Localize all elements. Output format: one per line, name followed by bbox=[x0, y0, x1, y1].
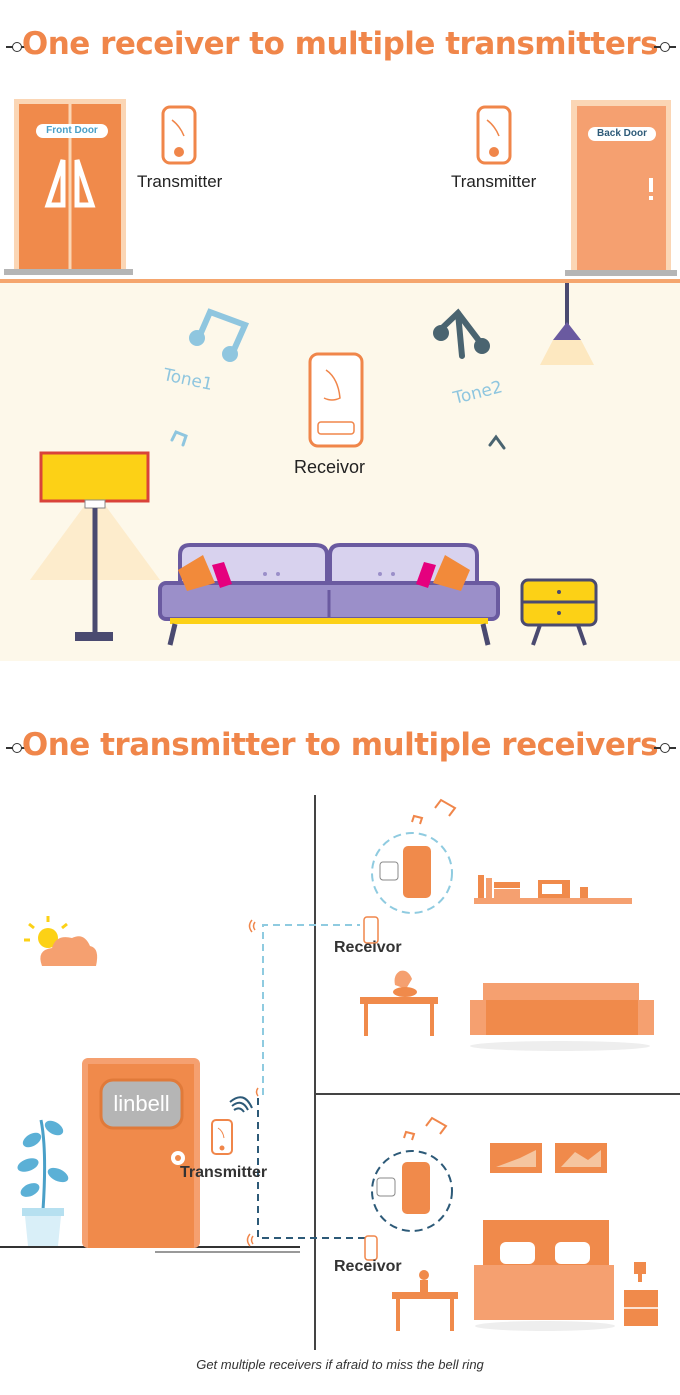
bed bbox=[474, 1220, 615, 1331]
music-note-icon bbox=[189, 308, 250, 362]
transmitter-right-label: Transmitter bbox=[451, 172, 537, 191]
receiver-device bbox=[308, 352, 364, 448]
signal-wire-bottom bbox=[257, 1098, 365, 1239]
back-door-label: Back Door bbox=[588, 127, 656, 141]
title-decoration-right bbox=[654, 42, 676, 52]
sofa bbox=[470, 983, 654, 1051]
floor-divider bbox=[0, 279, 680, 283]
wall-shelf bbox=[474, 875, 632, 904]
section2-title: One transmitter to multiple receivers bbox=[21, 727, 659, 763]
receiver-bottom-label: Receivor bbox=[334, 1258, 402, 1275]
section1-illustration bbox=[4, 99, 677, 646]
caption: Get multiple receivers if afraid to miss… bbox=[196, 1357, 484, 1372]
ceiling-lamp bbox=[540, 283, 594, 365]
door bbox=[82, 1058, 200, 1248]
potted-plant bbox=[17, 1119, 69, 1246]
transmitter-left-device bbox=[161, 105, 197, 165]
section1-title: One receiver to multiple transmitters bbox=[21, 26, 659, 62]
receiver-label: Receivor bbox=[294, 457, 366, 477]
wifi-icon bbox=[229, 1096, 253, 1113]
front-door-label: Front Door bbox=[36, 124, 108, 138]
transmitter-left-label: Transmitter bbox=[137, 172, 223, 191]
music-note-icon bbox=[433, 308, 490, 359]
music-note-icon bbox=[403, 1116, 448, 1141]
nightstand bbox=[624, 1262, 658, 1326]
transmitter-label: Transmitter bbox=[180, 1164, 268, 1181]
side-table bbox=[520, 578, 598, 646]
sun-cloud-icon bbox=[24, 916, 98, 966]
desk bbox=[392, 1270, 458, 1331]
title-decoration-right bbox=[654, 743, 676, 753]
receiver-top-device bbox=[363, 832, 453, 944]
transmitter-right-device bbox=[476, 105, 512, 165]
floor-lamp bbox=[30, 451, 160, 641]
music-note-icon bbox=[411, 798, 457, 825]
title-decoration-left bbox=[6, 42, 28, 52]
sofa bbox=[158, 543, 500, 646]
coffee-table bbox=[360, 970, 438, 1036]
receiver-bottom-device bbox=[364, 1150, 453, 1261]
title-decoration-left bbox=[6, 743, 28, 753]
door-brand-text: linbell bbox=[113, 1091, 170, 1116]
music-note-icon bbox=[488, 434, 506, 450]
transmitter-device bbox=[211, 1119, 233, 1155]
music-note-icon bbox=[170, 430, 188, 447]
receiver-top-label: Receivor bbox=[334, 939, 402, 956]
picture-frames bbox=[490, 1143, 607, 1173]
